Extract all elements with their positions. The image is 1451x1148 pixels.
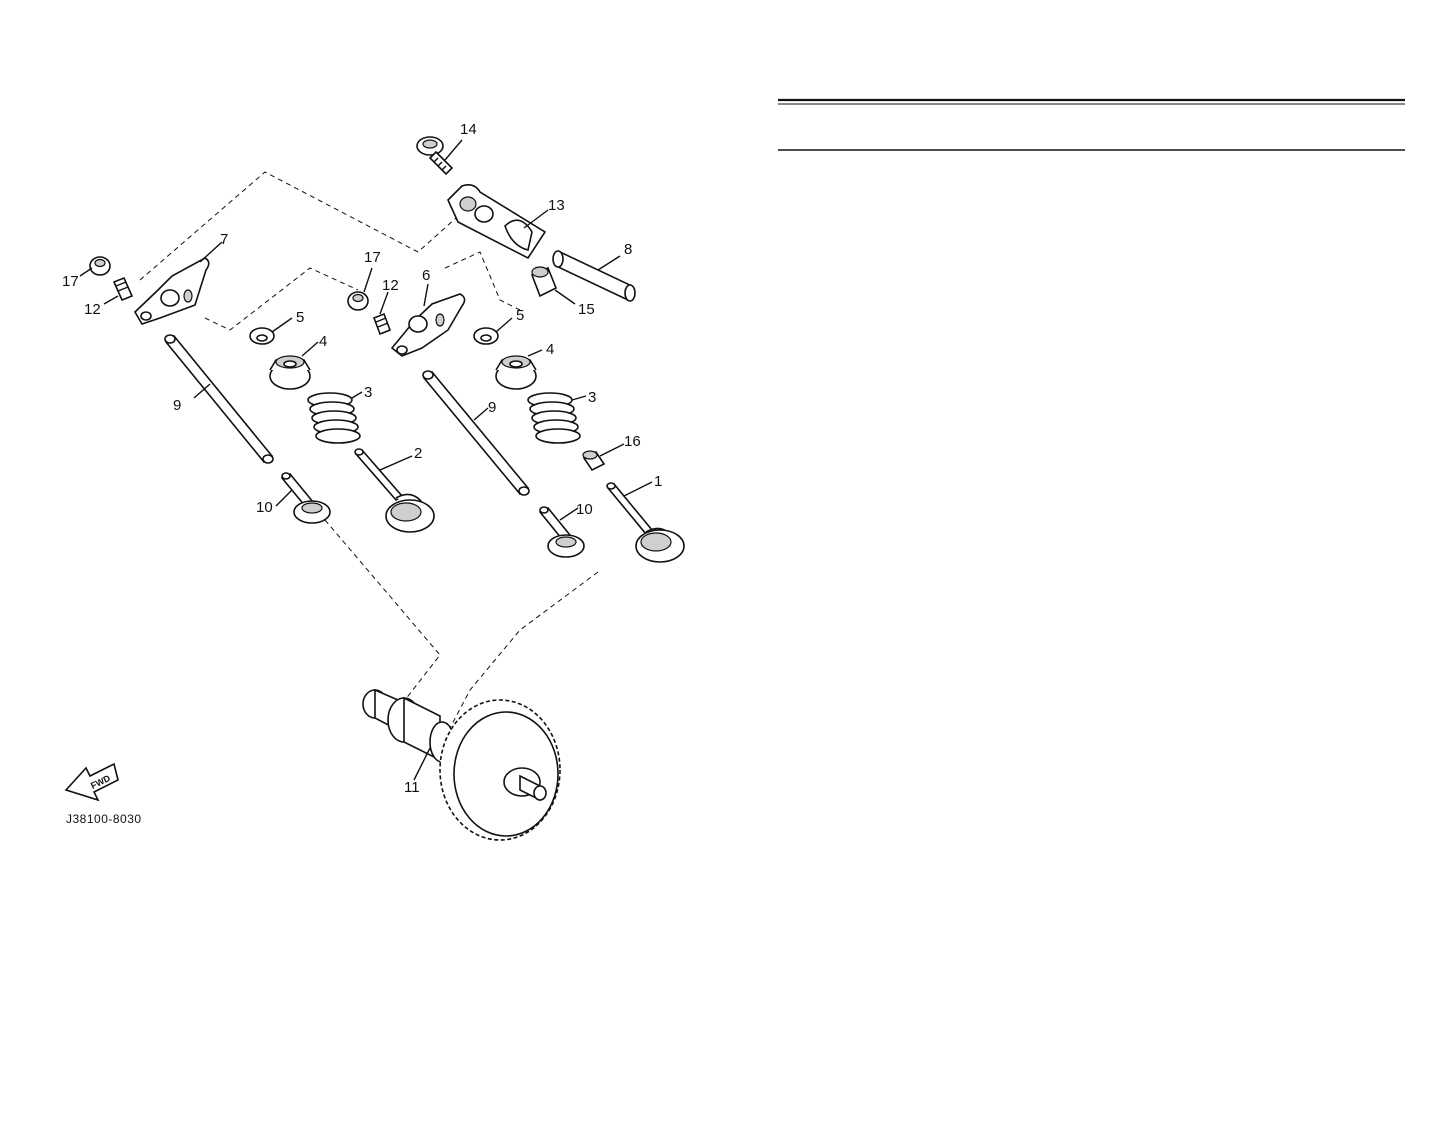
part-label-14: 14: [460, 121, 477, 138]
figure-code: J38100-8030: [66, 812, 142, 826]
part-label-3: 3: [588, 389, 596, 406]
camshaft-part: [362, 688, 561, 841]
part-label-5: 5: [296, 309, 304, 326]
part-label-12: 12: [382, 277, 399, 294]
part-label-13: 13: [548, 197, 565, 214]
rocker-holder-part: [447, 184, 549, 260]
part-label-2: 2: [414, 445, 422, 462]
part-label-15: 15: [578, 301, 595, 318]
adjuster-screw-part: [103, 276, 134, 305]
valve-spring-part: [307, 391, 363, 444]
rocker-arm-part: [133, 241, 223, 325]
part-label-17: 17: [62, 273, 79, 290]
part-label-1: 1: [654, 473, 662, 490]
adjuster-screw-part: [372, 291, 392, 336]
push-rod-part: [422, 370, 530, 496]
valve-cotter-part: [473, 317, 513, 345]
part-label-9: 9: [173, 397, 181, 414]
part-label-6: 6: [422, 267, 430, 284]
rocker-arm-part: [390, 283, 466, 357]
assembly-guide-lines: [139, 171, 599, 729]
part-number-labels: 1 2 3 3 4 4 5 5 6 7 8 9 9 10 10 11 12 12…: [62, 121, 662, 796]
spring-retainer-part: [495, 349, 543, 390]
plug-part: [582, 443, 625, 472]
valve-cotter-part: [249, 317, 293, 345]
part-label-3: 3: [364, 384, 372, 401]
valve-part: [606, 481, 685, 563]
header-rules: [778, 98, 1405, 151]
part-label-12: 12: [84, 301, 101, 318]
part-label-11: 11: [404, 779, 420, 796]
valve-part: [354, 448, 435, 533]
push-rod-part: [164, 334, 274, 464]
part-label-17: 17: [364, 249, 381, 266]
part-label-4: 4: [546, 341, 554, 358]
part-label-5: 5: [516, 307, 524, 324]
tappet-part: [275, 472, 331, 524]
part-label-8: 8: [624, 241, 632, 258]
valve-cap-part: [79, 256, 111, 277]
spring-retainer-part: [269, 341, 319, 390]
part-label-10: 10: [256, 499, 273, 516]
part-label-9: 9: [488, 399, 496, 416]
valve-cap-part: [347, 267, 373, 311]
part-label-7: 7: [220, 231, 228, 248]
part-label-10: 10: [576, 501, 593, 518]
forward-arrow-icon: FWD: [64, 762, 119, 802]
tappet-part: [538, 506, 585, 558]
bolt-part: [416, 136, 463, 176]
part-label-16: 16: [624, 433, 641, 450]
rocker-shaft-part: [552, 250, 636, 302]
dowel-part: [530, 266, 576, 305]
part-label-4: 4: [319, 333, 327, 350]
valve-spring-part: [527, 392, 587, 444]
